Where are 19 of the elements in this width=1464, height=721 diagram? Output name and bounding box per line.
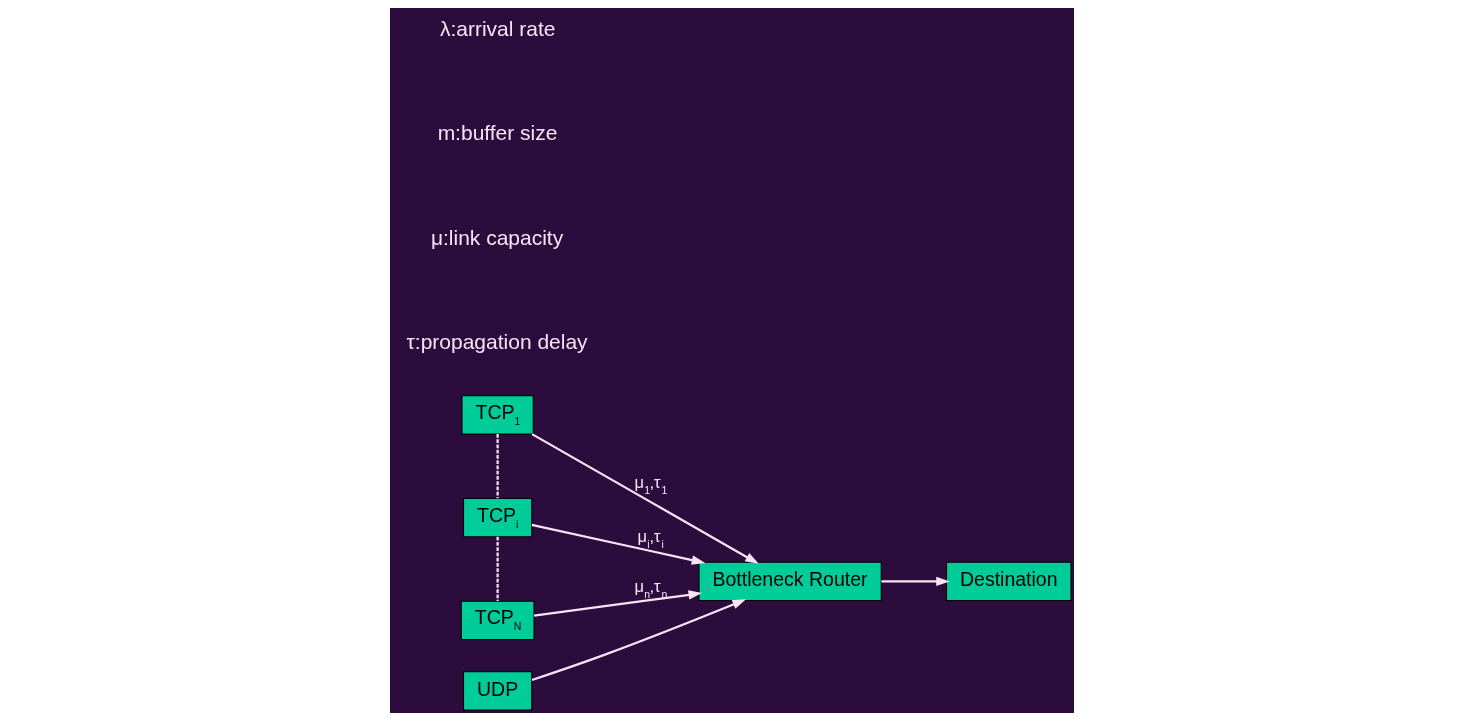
label: m:buffer size	[437, 121, 558, 145]
arrow	[531, 599, 747, 682]
connector	[496, 536, 499, 602]
node-box: TCP$_{i}$	[462, 497, 533, 538]
label: λ:arrival rate	[439, 17, 556, 41]
node-box: Destination	[945, 561, 1072, 602]
arrow	[531, 433, 759, 564]
node-box: Bottleneck Router	[698, 561, 882, 602]
edge-label: μ$_{i}$,τ$_{i}$	[637, 527, 664, 551]
arrow	[531, 523, 706, 565]
node-box: TCP$_{1}$	[461, 395, 534, 435]
node-box: TCP$_{N}$	[460, 600, 535, 641]
arrow	[533, 590, 703, 617]
arrow	[881, 576, 950, 587]
label: μ:link capacity	[430, 225, 564, 249]
connector	[496, 434, 499, 499]
node-box: UDP	[462, 671, 533, 711]
label: τ:propagation delay	[406, 329, 588, 353]
edge-label: μ$_{1}$,τ$_{1}$	[634, 473, 668, 497]
